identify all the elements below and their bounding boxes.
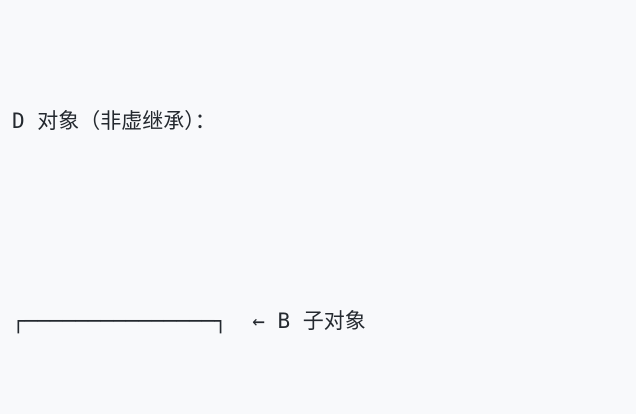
diagram-title: D 对象（非虚继承）： [12, 109, 216, 133]
arrow-annotation: ← B 子对象 [252, 309, 366, 333]
box-art: ┌───────────────┐ [12, 309, 227, 333]
diagram-body: ┌───────────────┐← B 子对象 │ A::vptr │← A … [12, 221, 636, 414]
diagram-line: ┌───────────────┐ ← B 子对象 [12, 301, 636, 341]
diagram-title-line: D 对象（非虚继承）： [12, 101, 636, 141]
